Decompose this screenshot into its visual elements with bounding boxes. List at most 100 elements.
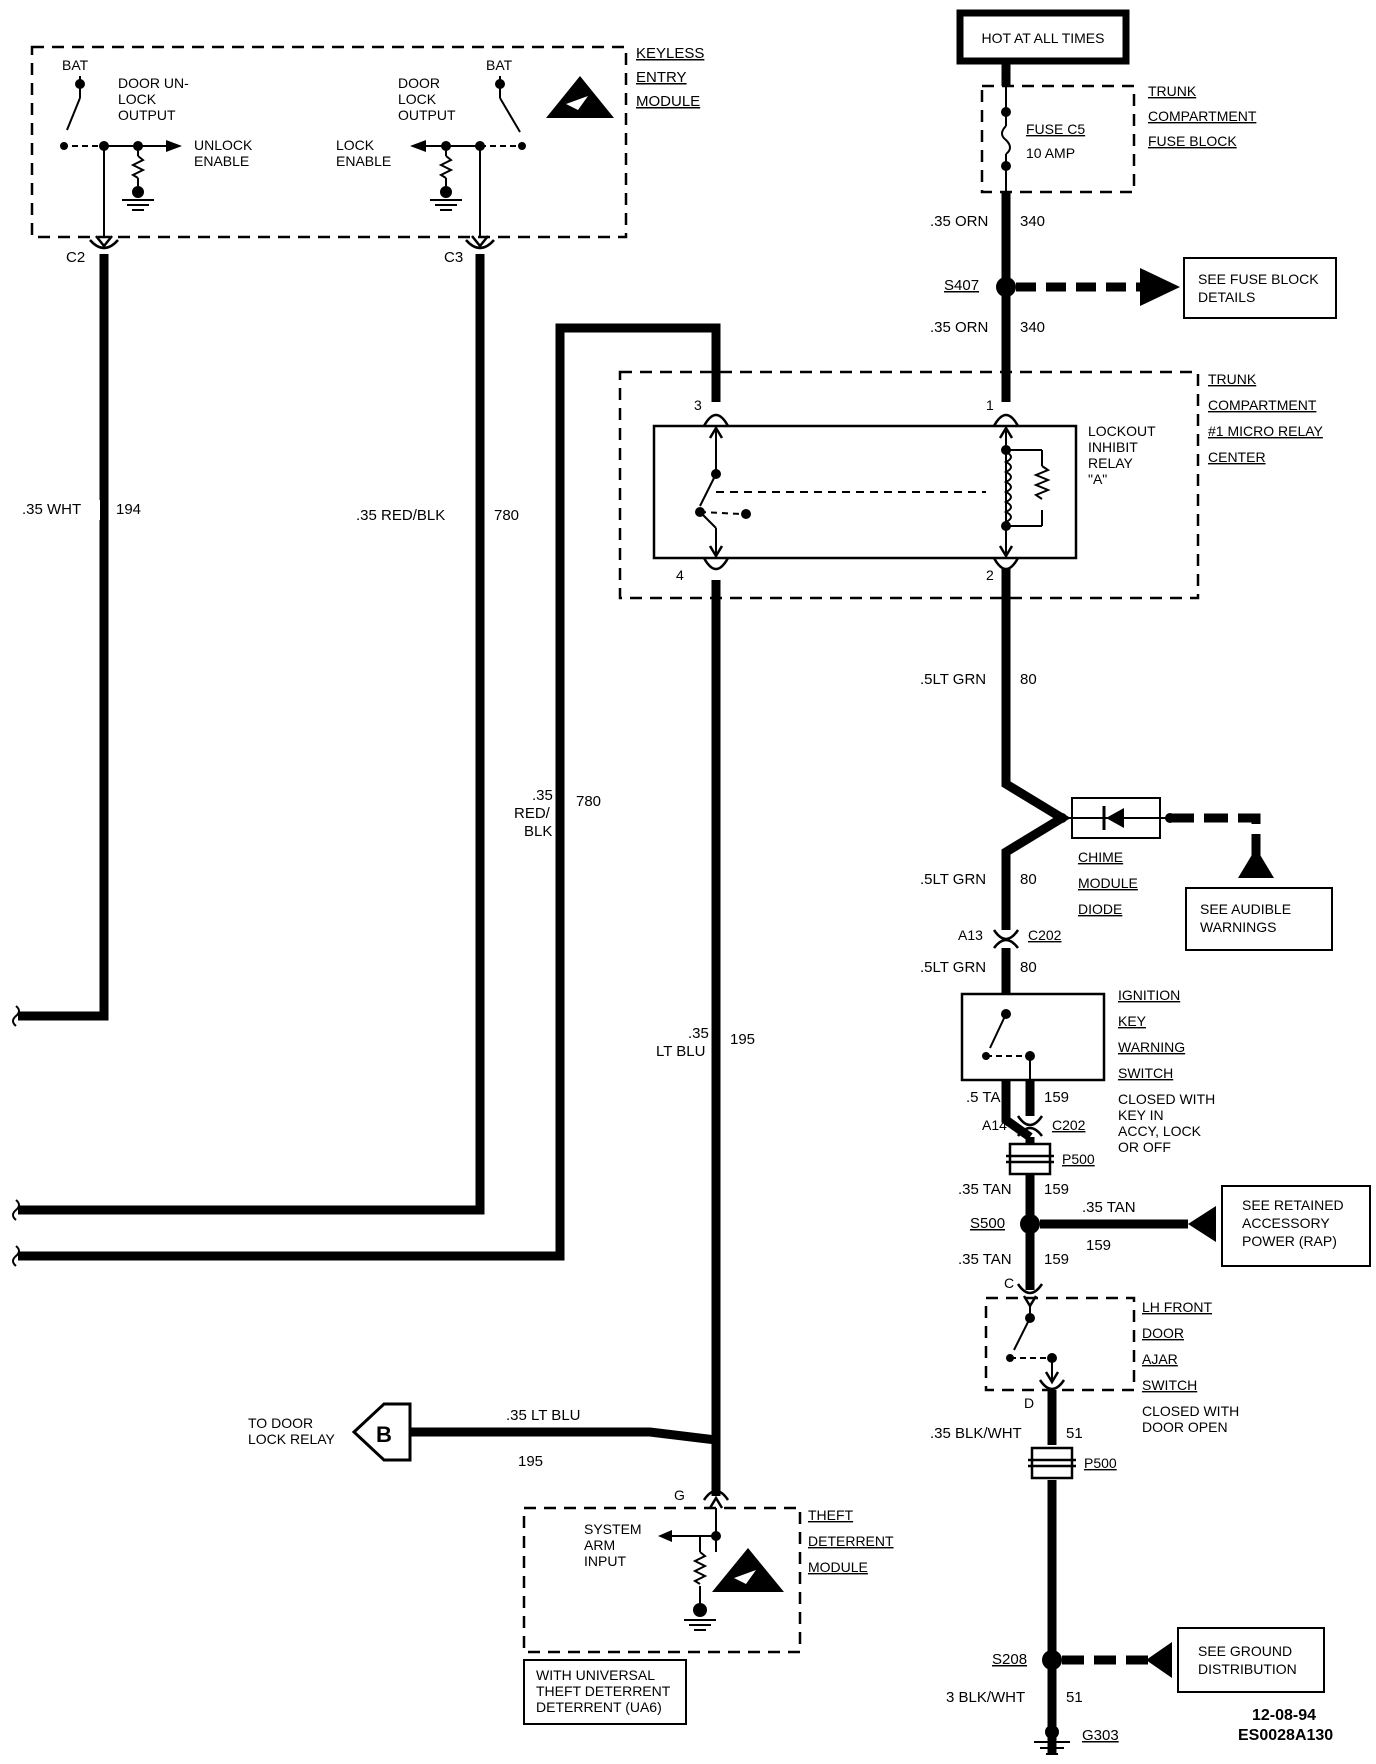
keyless-resistor-left	[122, 146, 154, 211]
audible-warnings-ref: SEE AUDIBLE WARNINGS	[1185, 887, 1333, 951]
s500-label: S500	[970, 1215, 1005, 1232]
keyless-entry-module: KEYLESS ENTRY MODULE BAT BAT DOOR UN- LO…	[30, 45, 704, 266]
door-title-4: SWITCH	[1142, 1377, 1197, 1393]
fuse-block-title-3: FUSE BLOCK	[1148, 133, 1237, 149]
chime-label-3: DIODE	[1078, 901, 1122, 917]
s407-label: S407	[944, 277, 979, 294]
rap-ref: SEE RETAINED ACCESSORY POWER (RAP)	[1221, 1185, 1371, 1267]
audible-1: SEE AUDIBLE	[1200, 901, 1291, 917]
theft-esd-icon	[712, 1548, 784, 1592]
relay-pin-connectors	[702, 413, 1020, 571]
orn-top-circuit: 340	[1020, 213, 1045, 230]
door-note-2: DOOR OPEN	[1142, 1419, 1228, 1435]
ltgrn2-gauge: .5LT GRN	[920, 871, 986, 888]
grommet-p500-bottom	[1028, 1446, 1076, 1480]
wire-780-loop	[18, 323, 721, 1261]
keyless-title-1: KEYLESS	[636, 45, 704, 62]
relay-coil-icon	[1001, 428, 1051, 556]
pin-2: 2	[986, 567, 994, 583]
connector-c202-a14	[1016, 1115, 1044, 1137]
theft-title-2: DETERRENT	[808, 1533, 894, 1549]
c3-label: C3	[444, 249, 463, 266]
ltgrn1-circuit: 80	[1020, 671, 1037, 688]
s208-label: S208	[992, 1651, 1027, 1668]
relay-switch-contacts	[695, 428, 986, 556]
c202a-label: C202	[1028, 927, 1062, 943]
redblk-gauge-label: .35 RED/BLK	[356, 507, 445, 524]
theft-deterrent-module: G THEFT DETERRENT MODULE SYSTEM ARM INPU…	[522, 1487, 894, 1654]
left-wires	[18, 254, 721, 1261]
fuse-label-2: 10 AMP	[1026, 145, 1075, 161]
redblk-circuit-label: 780	[494, 507, 519, 524]
micro-relay-title-1: TRUNK	[1208, 371, 1257, 387]
relay-label-1: LOCKOUT	[1088, 423, 1156, 439]
lock-enable-arrow	[410, 140, 426, 152]
ua6-line-1: WITH UNIVERSAL	[536, 1667, 655, 1683]
pin-3: 3	[694, 397, 702, 413]
ignition-title-3: WARNING	[1118, 1039, 1185, 1055]
unlock-output-label-2: LOCK	[118, 91, 157, 107]
fuse-c5-icon	[1001, 86, 1011, 192]
p500b-label: P500	[1084, 1455, 1117, 1471]
g303-label: G303	[1082, 1727, 1119, 1744]
ignition-note-2: KEY IN	[1118, 1107, 1164, 1123]
tan1-circuit: 159	[1044, 1089, 1069, 1106]
a14-label: A14	[982, 1117, 1007, 1133]
connector-c3	[465, 235, 495, 250]
s407-arrow	[1140, 268, 1180, 306]
footer-code: ES0028A130	[1238, 1727, 1333, 1744]
ltgrn1-gauge: .5LT GRN	[920, 671, 986, 688]
blkwht-circuit: 51	[1066, 1425, 1083, 1442]
ua6-line-2: THEFT DETERRENT	[536, 1683, 671, 1699]
ltblu-color: LT BLU	[656, 1043, 705, 1060]
theft-input-1: SYSTEM	[584, 1521, 642, 1537]
pin-c-label: C	[1004, 1275, 1014, 1291]
lock-enable-label-2: ENABLE	[336, 153, 391, 169]
p500a-label: P500	[1062, 1151, 1095, 1167]
pin-d-label: D	[1024, 1395, 1034, 1411]
ltblu-b-gauge: .35 LT BLU	[506, 1407, 581, 1424]
s407-splice	[996, 277, 1016, 297]
chime-label-1: CHIME	[1078, 849, 1123, 865]
redblk2-color-2: BLK	[524, 823, 552, 840]
c202b-label: C202	[1052, 1117, 1086, 1133]
system-arm-arrow	[658, 1530, 672, 1542]
ground-dist-arrow	[1146, 1642, 1172, 1678]
c2-label: C2	[66, 249, 85, 266]
redblk2-color-1: RED/	[514, 805, 551, 822]
door-title-3: AJAR	[1142, 1351, 1178, 1367]
wht-gauge-label: .35 WHT	[22, 501, 81, 518]
pin-1: 1	[986, 397, 994, 413]
rap-1: SEE RETAINED	[1242, 1197, 1344, 1213]
unlock-enable-label-1: UNLOCK	[194, 137, 253, 153]
lock-output-label-3: OUTPUT	[398, 107, 456, 123]
unlock-output-label-3: OUTPUT	[118, 107, 176, 123]
keyless-title-2: ENTRY	[636, 69, 687, 86]
theft-pin-g: G	[674, 1487, 685, 1503]
wire-195-lt-blu	[400, 580, 721, 1496]
blkwht2-circuit: 51	[1066, 1689, 1083, 1706]
micro-relay-title-4: CENTER	[1208, 449, 1266, 465]
ignition-key-warning-switch: IGNITION KEY WARNING SWITCH CLOSED WITH …	[960, 987, 1215, 1155]
micro-relay-title-2: COMPARTMENT	[1208, 397, 1317, 413]
chime-module-diode: CHIME MODULE DIODE	[1057, 797, 1175, 917]
tan3-gauge: .35 TAN	[958, 1251, 1012, 1268]
grommet-p500-top	[1006, 1142, 1054, 1176]
ignition-note-4: OR OFF	[1118, 1139, 1171, 1155]
door-note-1: CLOSED WITH	[1142, 1403, 1239, 1419]
fuse-block: FUSE C5 10 AMP TRUNK COMPARTMENT FUSE BL…	[980, 61, 1257, 194]
orn-mid-gauge: .35 ORN	[930, 319, 988, 336]
tan3-circuit: 159	[1044, 1251, 1069, 1268]
hot-at-all-times-label: HOT AT ALL TIMES	[982, 30, 1105, 46]
unlock-enable-arrow	[166, 140, 182, 152]
tan2-gauge: .35 TAN	[958, 1181, 1012, 1198]
hot-at-all-times-box: HOT AT ALL TIMES	[956, 9, 1130, 65]
tan1-gauge: .5 TAN	[966, 1089, 1011, 1106]
door-lock-text-1: TO DOOR	[248, 1415, 313, 1431]
connector-c2	[89, 235, 119, 250]
fuse-label-1: FUSE C5	[1026, 121, 1085, 137]
ignition-title-2: KEY	[1118, 1013, 1147, 1029]
door-ajar-switch: C D LH FRONT DOOR AJAR SWITCH CLOSED WIT…	[984, 1275, 1239, 1435]
fuse-details-1: SEE FUSE BLOCK	[1198, 271, 1319, 287]
micro-relay-title-3: #1 MICRO RELAY	[1208, 423, 1324, 439]
